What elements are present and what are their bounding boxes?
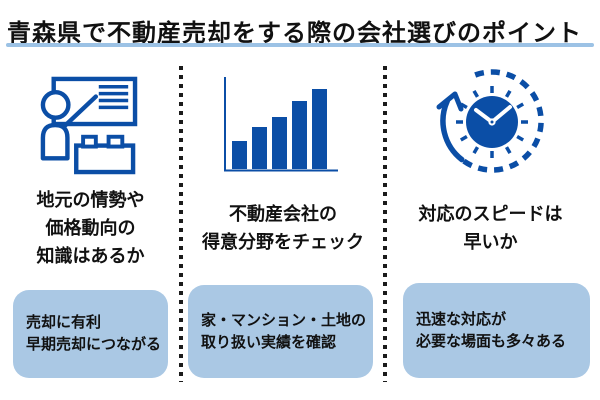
bar-chart-icon — [222, 75, 340, 173]
note-box: 家・マンション・土地の 取り扱い実績を確認 — [188, 285, 373, 378]
clock-rotation-icon — [434, 68, 546, 176]
column-heading: 不動産会社の 得意分野をチェック — [202, 204, 364, 252]
column-local-knowledge: 地元の情勢や 価格動向の 知識はあるか 売却に有利 早期売却につながる — [0, 0, 181, 400]
note-box: 売却に有利 早期売却につながる — [13, 290, 168, 378]
column-specialty-check: 不動産会社の 得意分野をチェック 家・マンション・土地の 取り扱い実績を確認 — [183, 0, 383, 400]
note-text: 売却に有利 早期売却につながる — [26, 314, 162, 353]
column-heading: 地元の情勢や 価格動向の 知識はあるか — [36, 190, 145, 266]
page-title: 青森県で不動産売却をする際の会社選びのポイント — [7, 20, 582, 47]
presenter-whiteboard-icon — [39, 76, 138, 175]
note-text: 迅速な対応が 必要な場面も多々ある — [416, 310, 567, 350]
column-divider-2 — [383, 66, 387, 382]
note-box: 迅速な対応が 必要な場面も多々ある — [403, 283, 590, 378]
column-heading: 対応のスピードは 早いか — [418, 204, 563, 252]
column-divider-1 — [179, 66, 183, 382]
note-text: 家・マンション・土地の 取り扱い実績を確認 — [201, 311, 367, 351]
column-response-speed: 対応のスピードは 早いか 迅速な対応が 必要な場面も多々ある — [388, 0, 593, 400]
title-underline — [6, 43, 594, 47]
